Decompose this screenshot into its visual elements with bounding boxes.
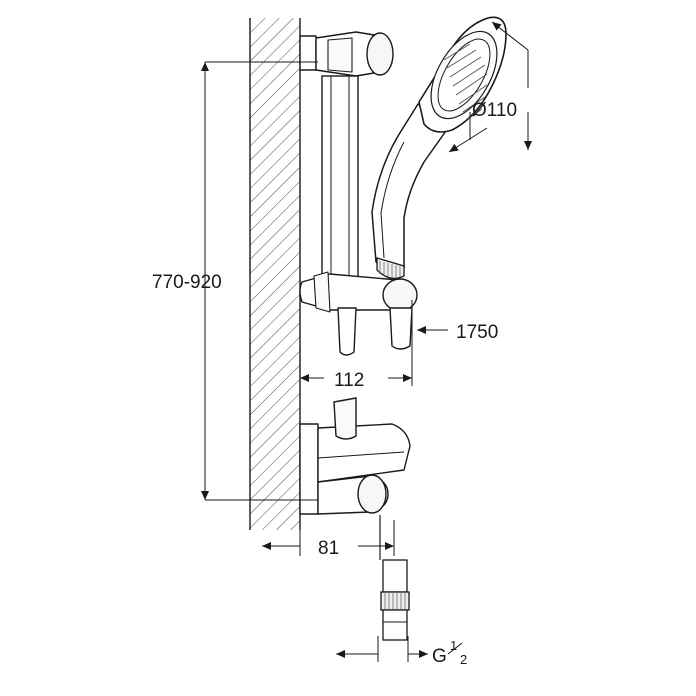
- upper-wall-bracket: [299, 31, 394, 77]
- dim-head-diameter-label: Ø110: [472, 100, 517, 121]
- hand-shower: [371, 16, 507, 280]
- nozzle-texture: [443, 43, 488, 120]
- dim-thread-denominator: 2: [460, 652, 467, 667]
- shower-head: [418, 16, 507, 133]
- dim-head-diameter: [448, 21, 532, 153]
- dim-projection-112: [300, 300, 413, 386]
- dim-projection-112-label: 112: [334, 370, 364, 391]
- wall-hatching: [249, 18, 301, 530]
- shower-holder-slider: [299, 271, 418, 356]
- dim-hose-length-label: 1750: [456, 322, 498, 343]
- lower-wall-union: [299, 397, 411, 515]
- connector-knurl: [384, 593, 406, 609]
- hose-connector: [379, 515, 410, 641]
- dim-thread-numerator: 1: [450, 638, 457, 653]
- dim-projection-81-label: 81: [318, 538, 339, 559]
- fraction-slash: [447, 642, 463, 655]
- handle-knurl: [376, 257, 405, 280]
- slide-bar: [321, 75, 359, 289]
- dim-height-range-label: 770-920: [152, 272, 222, 293]
- dim-height-range: [201, 61, 318, 501]
- dim-projection-81: [262, 514, 395, 556]
- dim-thread-label: G: [432, 646, 447, 667]
- dim-thread: [336, 636, 428, 662]
